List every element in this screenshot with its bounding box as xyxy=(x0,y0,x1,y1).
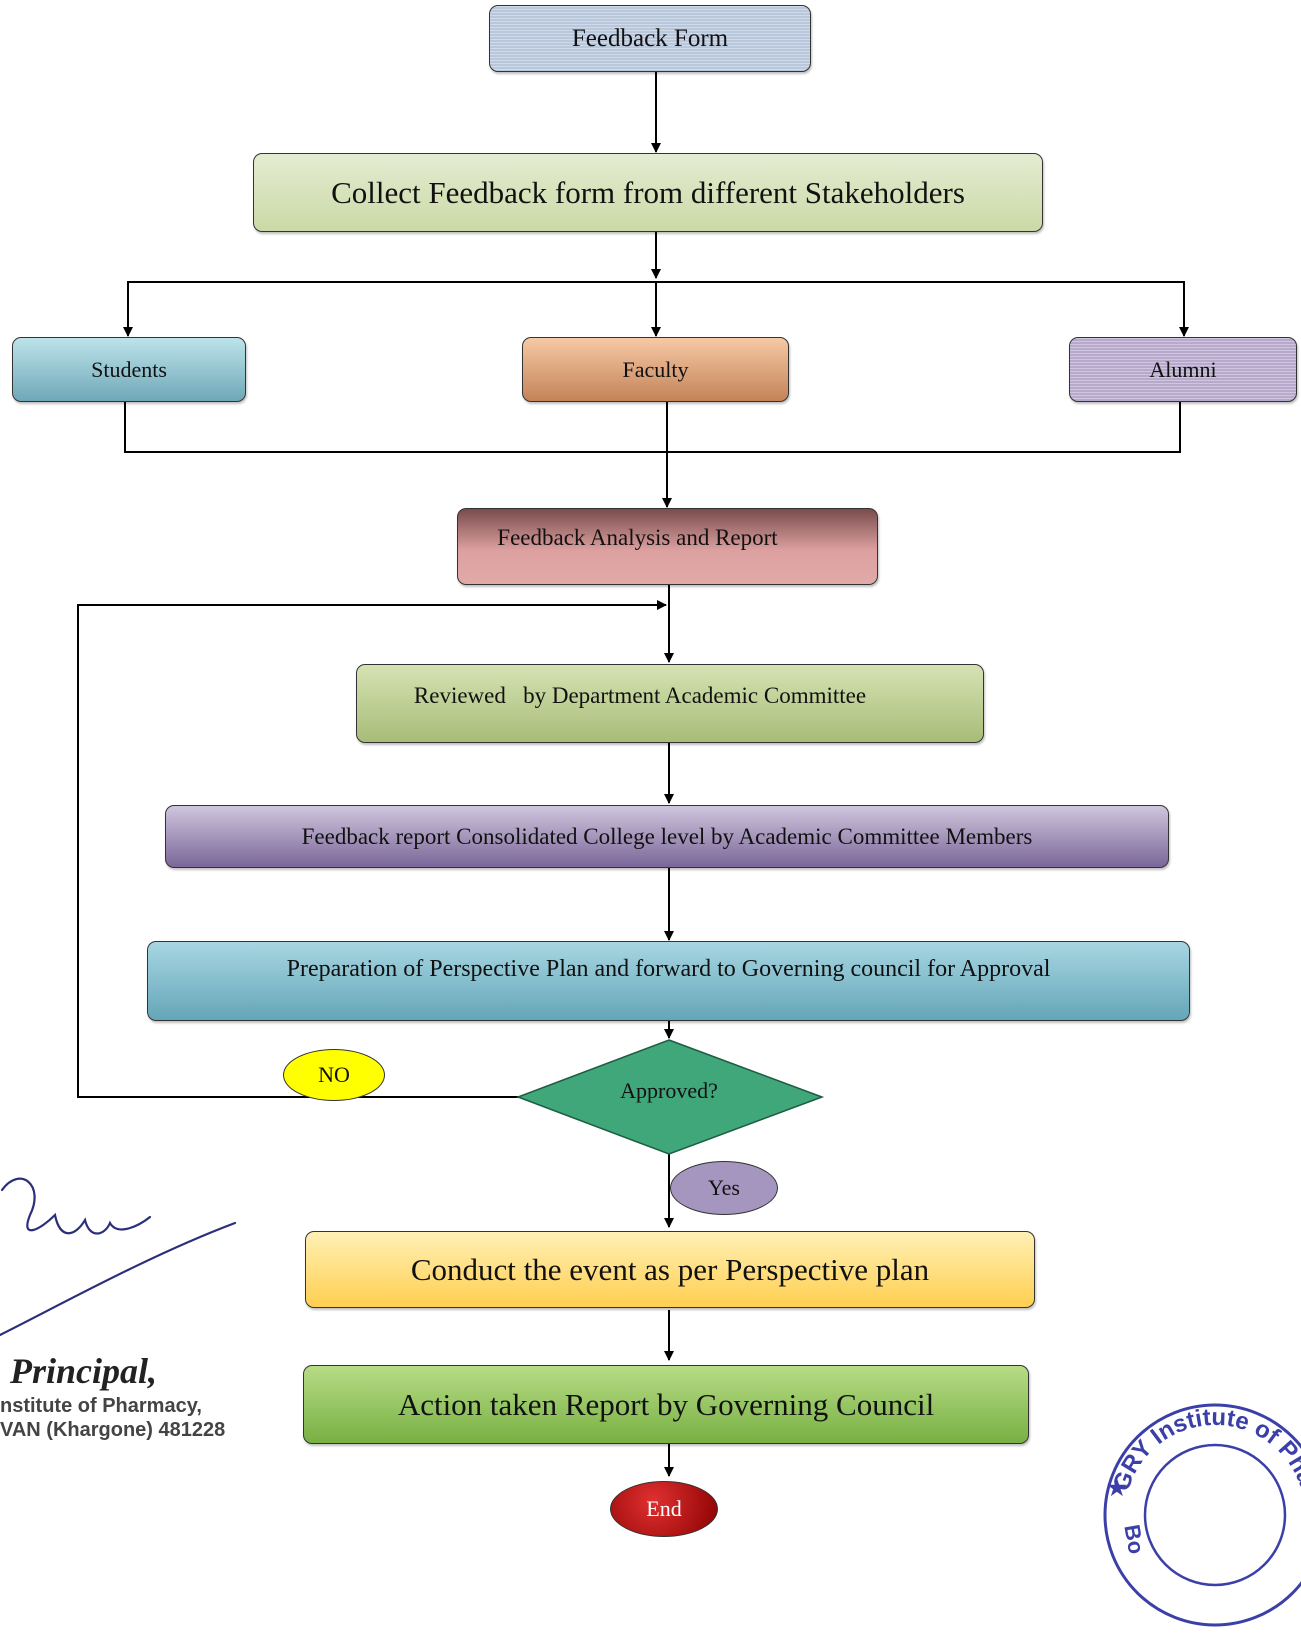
institute-stamp: GRY Institute of Pharm ★ Bo xyxy=(1095,1395,1301,1635)
node-consolidated: Feedback report Consolidated College lev… xyxy=(165,805,1169,868)
node-reviewed-label: Reviewed by Department Academic Committe… xyxy=(413,683,867,708)
node-students-label: Students xyxy=(91,356,167,382)
signature-scribble xyxy=(0,1177,237,1337)
oval-yes: Yes xyxy=(670,1161,778,1215)
svg-text:GRY Institute of Pharm: GRY Institute of Pharm xyxy=(1108,1404,1301,1518)
node-reviewed: Reviewed by Department Academic Committe… xyxy=(356,664,984,743)
node-faculty-label: Faculty xyxy=(622,356,689,382)
oval-end-label: End xyxy=(646,1496,682,1521)
signature-line1: nstitute of Pharmacy, xyxy=(0,1395,202,1417)
signature-title: Principal, xyxy=(10,1351,158,1391)
node-alumni: Alumni xyxy=(1069,337,1297,402)
signature-block: Principal, nstitute of Pharmacy, VAN (Kh… xyxy=(0,1145,300,1490)
node-conduct: Conduct the event as per Perspective pla… xyxy=(305,1231,1035,1308)
oval-no-label: NO xyxy=(318,1062,350,1087)
merge-line xyxy=(124,402,1181,453)
node-conduct-label: Conduct the event as per Perspective pla… xyxy=(410,1251,930,1287)
node-preparation: Preparation of Perspective Plan and forw… xyxy=(147,941,1190,1021)
node-action: Action taken Report by Governing Council xyxy=(303,1365,1029,1444)
node-students: Students xyxy=(12,337,246,402)
stamp-seal: GRY Institute of Pharm ★ Bo xyxy=(1103,1403,1301,1627)
decision-label: Approved? xyxy=(620,1078,718,1103)
node-action-label: Action taken Report by Governing Council xyxy=(397,1386,935,1422)
node-alumni-label: Alumni xyxy=(1149,356,1217,382)
node-feedback-form: Feedback Form xyxy=(489,5,811,72)
node-collect-label: Collect Feedback form from different Sta… xyxy=(331,174,965,210)
signature-line2: VAN (Khargone) 481228 xyxy=(0,1419,226,1441)
svg-text:Bo: Bo xyxy=(1119,1523,1149,1556)
oval-no: NO xyxy=(283,1049,385,1101)
loop-back-line xyxy=(77,600,667,1098)
oval-end: End xyxy=(610,1481,718,1537)
svg-text:★: ★ xyxy=(1107,1475,1127,1500)
node-consolidated-label: Feedback report Consolidated College lev… xyxy=(301,823,1033,849)
node-collect: Collect Feedback form from different Sta… xyxy=(253,153,1043,232)
decision-diamond xyxy=(515,1039,825,1155)
node-analysis: Feedback Analysis and Report xyxy=(457,508,878,585)
node-preparation-label: Preparation of Perspective Plan and forw… xyxy=(286,956,1051,982)
flowchart-connectors xyxy=(77,72,1189,1477)
node-feedback-form-label: Feedback Form xyxy=(571,24,729,52)
node-analysis-label: Feedback Analysis and Report xyxy=(497,525,778,550)
node-faculty: Faculty xyxy=(522,337,789,402)
oval-yes-label: Yes xyxy=(707,1175,740,1200)
